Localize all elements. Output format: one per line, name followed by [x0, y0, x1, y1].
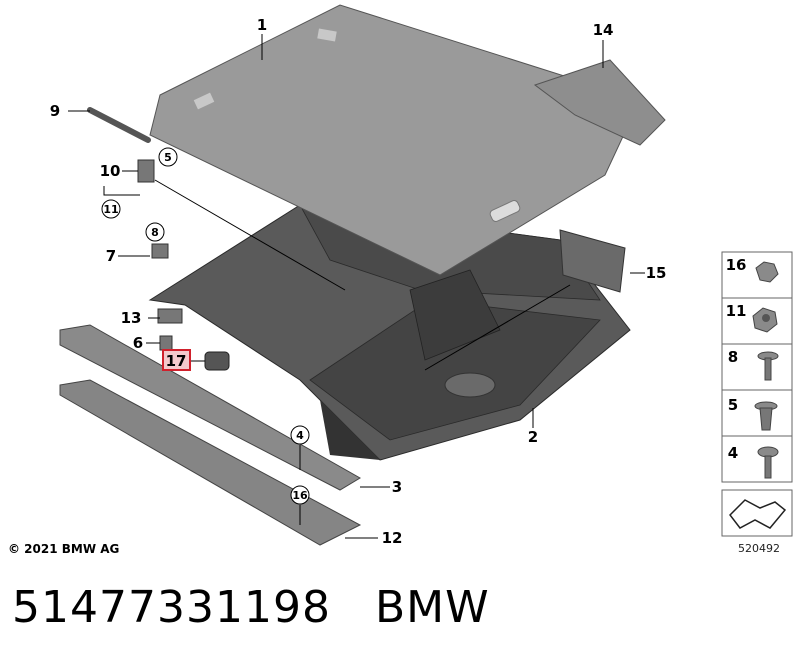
- parts-diagram: 1 14 9 10 7 13 6 15 2 3 12 17 5 11 8 4 1…: [50, 4, 793, 547]
- highlight-box: [162, 349, 191, 371]
- callout-8: 8: [151, 226, 159, 239]
- callout-12: 12: [382, 529, 403, 547]
- callout-11: 11: [103, 203, 118, 216]
- callout-7: 7: [106, 247, 116, 265]
- clip-6: [159, 335, 173, 351]
- side-label-4: 4: [728, 444, 738, 462]
- callout-9: 9: [50, 102, 60, 120]
- rail-12: [59, 379, 362, 546]
- side-label-8: 8: [728, 348, 738, 366]
- callout-10: 10: [100, 162, 121, 180]
- part-17: [204, 351, 230, 371]
- callout-3: 3: [392, 478, 402, 496]
- circled-callouts: 5 11 8 4 16: [101, 147, 310, 505]
- callout-6: 6: [133, 334, 143, 352]
- callout-14: 14: [593, 21, 614, 39]
- hinge-10: [137, 159, 155, 183]
- copyright-notice: © 2021 BMW AG: [8, 542, 120, 556]
- callout-15: 15: [646, 264, 667, 282]
- clip-13: [157, 308, 183, 324]
- rail-3: [59, 324, 361, 491]
- direction-arrow-icon: [729, 499, 787, 529]
- fastener-panel: 16 11 8 5 4: [721, 251, 793, 537]
- gas-strut: [87, 107, 151, 143]
- callout-17: 17: [166, 352, 187, 370]
- side-label-11: 11: [726, 302, 747, 320]
- luggage-tray: [148, 204, 631, 461]
- callout-1: 1: [257, 16, 267, 34]
- callout-5: 5: [164, 151, 172, 164]
- diagram-reference: 520492: [738, 542, 780, 555]
- side-panel-piece: [533, 59, 666, 146]
- side-label-5: 5: [728, 396, 738, 414]
- storage-lid: [559, 229, 626, 293]
- brand-name: BMW: [374, 582, 490, 633]
- callout-2: 2: [528, 428, 538, 446]
- nut-icon: [755, 261, 779, 283]
- callout-16: 16: [292, 489, 308, 502]
- callout-13: 13: [121, 309, 142, 327]
- callout-4: 4: [296, 429, 304, 442]
- leader-lines: [68, 34, 645, 539]
- side-label-16: 16: [726, 256, 747, 274]
- part-number: 51477331198: [12, 582, 331, 633]
- bracket-7: [151, 243, 169, 259]
- part-title: 51477331198 BMW: [12, 582, 534, 633]
- floor-cover-panel: [149, 4, 641, 276]
